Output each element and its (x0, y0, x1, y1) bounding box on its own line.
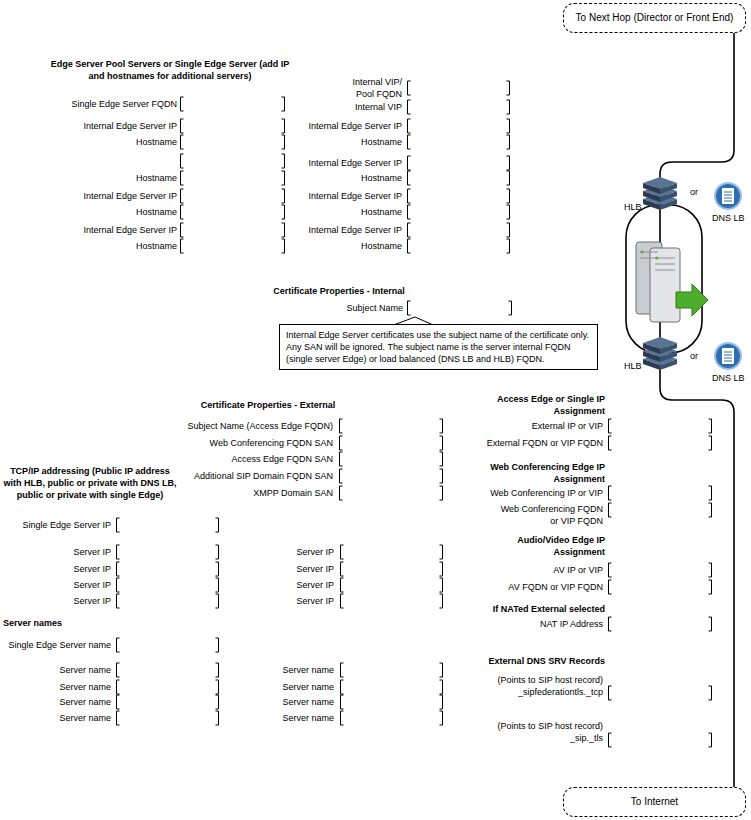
field-label: Hostname (136, 206, 177, 218)
section-heading: TCP/IP addressing (Public IP address wit… (2, 465, 178, 501)
field-label: Hostname (136, 172, 177, 184)
pool-loop (626, 205, 702, 353)
field-label: Single Edge Server IP (22, 519, 111, 531)
field-label: External FQDN or VIP FQDN (487, 437, 603, 449)
field-label: Hostname (361, 206, 402, 218)
field-label: AV FQDN or VIP FQDN (508, 581, 603, 593)
field-label: Server IP (73, 546, 111, 558)
icon-label: HLB (624, 360, 642, 372)
field-label: Hostname (136, 136, 177, 148)
hlb-icon (643, 177, 677, 210)
section-heading: If NATed External selected (435, 603, 605, 615)
field-label: Server name (59, 664, 111, 676)
field-label: Server IP (73, 579, 111, 591)
field-label: Internal VIP/ Pool FQDN (332, 76, 402, 100)
field-label: Server IP (296, 563, 334, 575)
field-label: Server name (59, 696, 111, 708)
field-label: NAT IP Address (540, 618, 603, 630)
field-label: Server name (282, 696, 334, 708)
node-text: To Next Hop (Director or Front End) (576, 12, 734, 24)
field-label: Server IP (296, 546, 334, 558)
hlb-icon (643, 337, 677, 370)
section-heading: External DNS SRV Records (435, 655, 605, 667)
field-label: Internal Edge Server IP (308, 157, 402, 169)
server-illustration (636, 242, 708, 322)
icon-label: or (690, 350, 698, 362)
callout-note: Internal Edge Server certificates use th… (279, 324, 598, 370)
field-label: Access Edge FQDN SAN (231, 453, 333, 465)
field-label: Server name (282, 664, 334, 676)
field-label: (Points to SIP host record) _sipfederati… (473, 674, 603, 698)
section-heading: Certificate Properties - External (158, 399, 378, 411)
connector-line (660, 33, 734, 787)
field-label: Internal Edge Server IP (308, 120, 402, 132)
field-label: Single Edge Server FQDN (71, 98, 177, 110)
section-heading: Certificate Properties - Internal (229, 285, 449, 297)
field-label: Hostname (361, 240, 402, 252)
dns-lb-icon (715, 183, 741, 209)
field-label: Hostname (361, 136, 402, 148)
field-label: Internal Edge Server IP (83, 120, 177, 132)
terminal-box: To Internet (563, 787, 746, 817)
icon-label: DNS LB (712, 212, 745, 224)
field-label: Internal Edge Server IP (83, 190, 177, 202)
terminal-box: To Next Hop (Director or Front End) (563, 3, 746, 33)
field-label: Internal Edge Server IP (308, 190, 402, 202)
field-label: Web Conferencing FQDN or VIP FQDN (493, 503, 603, 527)
node-text: Internal Edge Server certificates use th… (286, 329, 591, 365)
section-heading: Edge Server Pool Servers or Single Edge … (45, 58, 295, 82)
icon-label: DNS LB (712, 372, 745, 384)
input-brackets (117, 81, 712, 747)
field-label: Server name (282, 712, 334, 724)
field-label: Server name (59, 712, 111, 724)
field-label: Web Conferencing IP or VIP (490, 487, 603, 499)
field-label: Web Conferencing FQDN SAN (210, 437, 333, 449)
field-label: XMPP Domain SAN (253, 487, 333, 499)
field-label: Server IP (296, 595, 334, 607)
section-heading: Web Conferencing Edge IP Assignment (475, 461, 605, 485)
section-heading: Access Edge or Single IP Assignment (475, 393, 605, 417)
field-label: Subject Name (Access Edge FQDN) (187, 420, 333, 432)
dns-lb-icon (715, 343, 741, 369)
field-label: Single Edge Server name (8, 639, 111, 651)
field-label: Server name (282, 681, 334, 693)
field-label: Server IP (73, 595, 111, 607)
icon-label: or (690, 186, 698, 198)
field-label: Subject Name (346, 302, 403, 314)
field-label: Hostname (136, 240, 177, 252)
field-label: AV IP or VIP (553, 564, 603, 576)
section-heading: Audio/Video Edge IP Assignment (475, 534, 605, 558)
node-text: To Internet (631, 796, 678, 808)
section-heading: Server names (3, 617, 123, 629)
field-label: (Points to SIP host record) _sip._tls (473, 720, 603, 744)
field-label: Server name (59, 681, 111, 693)
field-label: Server IP (73, 563, 111, 575)
field-label: External IP or VIP (532, 420, 603, 432)
field-label: Additional SIP Domain FQDN SAN (194, 470, 333, 482)
field-label: Server IP (296, 579, 334, 591)
field-label: Hostname (361, 172, 402, 184)
field-label: Internal VIP (355, 101, 402, 113)
icon-label: HLB (624, 201, 642, 213)
field-label: Internal Edge Server IP (308, 224, 402, 236)
field-label: Internal Edge Server IP (83, 224, 177, 236)
